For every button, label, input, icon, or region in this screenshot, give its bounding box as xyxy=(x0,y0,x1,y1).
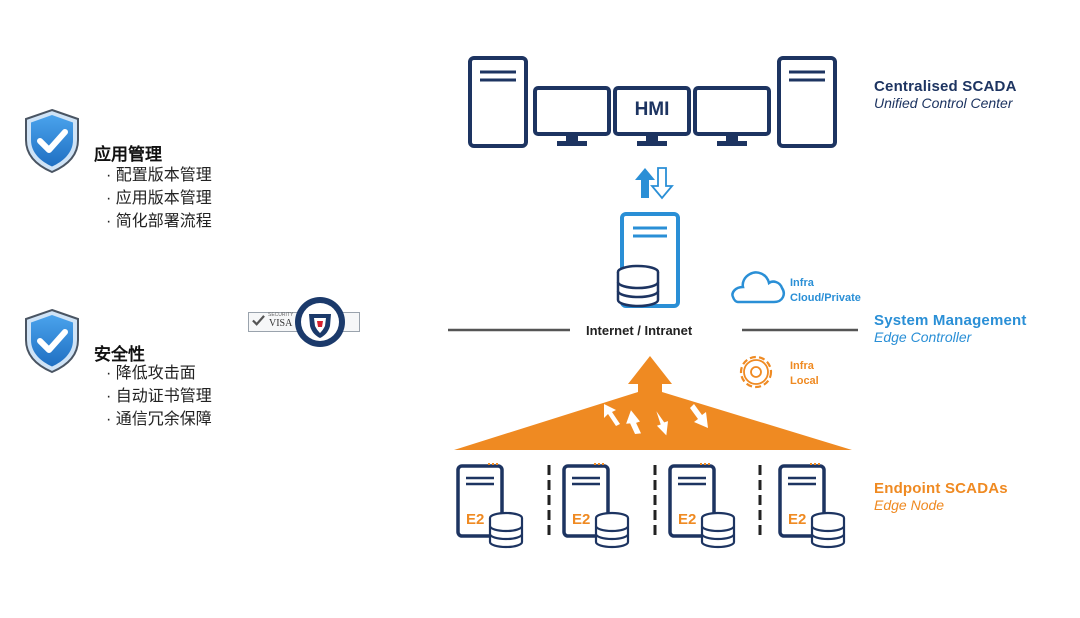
monitor-left xyxy=(533,86,611,146)
endpoint-scadas-title: Endpoint SCADAs xyxy=(874,480,1008,497)
system-management-title: System Management xyxy=(874,312,1027,329)
local-infra-line2: Local xyxy=(790,375,819,387)
list-item: 配置版本管理 xyxy=(106,164,212,187)
badge-small-text: SECURITY xyxy=(268,312,294,318)
hmi-label: HMI xyxy=(634,99,670,120)
list-item: 通信冗余保障 xyxy=(106,408,212,431)
sync-arrows-icon xyxy=(635,167,674,200)
database-icon xyxy=(488,511,524,549)
list-item: 简化部署流程 xyxy=(106,210,212,233)
server-tower-right xyxy=(777,56,837,148)
database-icon xyxy=(810,511,846,549)
centralised-scada-label: Centralised SCADA Unified Control Center xyxy=(874,78,1017,111)
edge-node: E2 xyxy=(456,463,524,549)
endpoint-scadas-subtitle: Edge Node xyxy=(874,497,945,513)
anssi-seal-icon xyxy=(295,297,345,347)
badge-text: VISA xyxy=(269,318,293,329)
feature-list: 配置版本管理 应用版本管理 简化部署流程 xyxy=(106,164,212,233)
endpoint-scadas-label: Endpoint SCADAs Edge Node xyxy=(874,480,1008,513)
cloud-infra-line1: Infra xyxy=(790,277,814,289)
edge-node: E2 xyxy=(668,463,736,549)
network-label: Internet / Intranet xyxy=(586,323,693,338)
edge-node: E2 xyxy=(778,463,846,549)
centralised-scada-subtitle: Unified Control Center xyxy=(874,95,1013,111)
edge-node: E2 xyxy=(562,463,630,549)
database-icon xyxy=(616,264,660,308)
cloud-infra-label: Infra Cloud/Private xyxy=(790,276,861,306)
gear-icon xyxy=(739,355,773,389)
shield-check-icon xyxy=(25,308,79,374)
feature-list: 降低攻击面 自动证书管理 通信冗余保障 xyxy=(106,362,212,431)
edge-node-label: E2 xyxy=(466,511,484,528)
edge-node-label: E2 xyxy=(788,511,806,528)
monitor-right xyxy=(693,86,771,146)
edge-nodes: E2 E2 E2 E2 xyxy=(456,463,846,549)
checkmark-icon xyxy=(252,315,265,326)
system-management-subtitle: Edge Controller xyxy=(874,329,972,345)
database-icon xyxy=(700,511,736,549)
feature-title: 安全性 xyxy=(94,345,145,364)
edge-node-label: E2 xyxy=(678,511,696,528)
database-icon xyxy=(594,511,630,549)
feature-title: 应用管理 xyxy=(94,145,162,164)
local-infra-line1: Infra xyxy=(790,360,814,372)
list-item: 降低攻击面 xyxy=(106,362,212,385)
cloud-infra-line2: Cloud/Private xyxy=(790,292,861,304)
cloud-icon xyxy=(731,271,785,304)
edge-node-label: E2 xyxy=(572,511,590,528)
security-visa-badge: SECURITY VISA xyxy=(248,296,360,348)
server-tower-left xyxy=(468,56,528,148)
list-item: 自动证书管理 xyxy=(106,385,212,408)
list-item: 应用版本管理 xyxy=(106,187,212,210)
local-infra-label: Infra Local xyxy=(790,359,819,389)
system-management-label: System Management Edge Controller xyxy=(874,312,1027,345)
shield-check-icon xyxy=(25,108,79,174)
edge-controller-server xyxy=(620,212,680,308)
centralised-scada-title: Centralised SCADA xyxy=(874,78,1017,95)
